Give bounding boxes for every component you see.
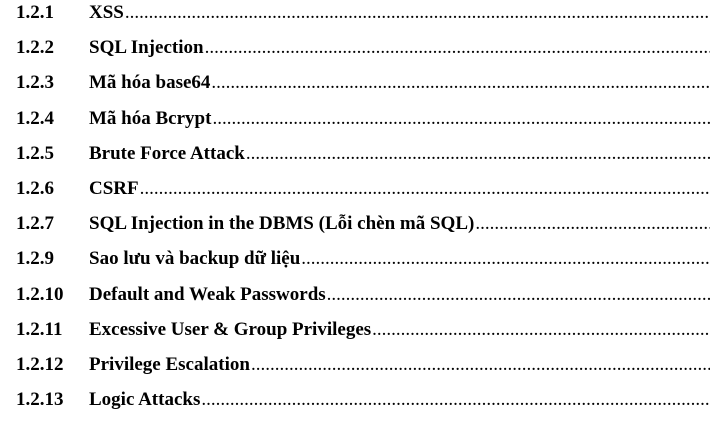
- toc-dot-leader: [250, 354, 710, 376]
- toc-dot-leader: [211, 108, 710, 130]
- toc-entry-title: CSRF: [89, 177, 139, 199]
- toc-dot-leader: [371, 319, 710, 341]
- toc-entry[interactable]: 1.2.13 Logic Attacks: [0, 389, 710, 424]
- toc-entry-number: 1.2.5: [16, 142, 54, 164]
- toc-entry-number: 1.2.6: [16, 177, 54, 199]
- toc-entry-title: Mã hóa Bcrypt: [89, 107, 212, 129]
- toc-entry[interactable]: 1.2.9 Sao lưu và backup dữ liệu: [0, 248, 710, 283]
- toc-entry-number: 1.2.13: [16, 389, 64, 411]
- toc-entry-title: Excessive User & Group Privileges: [89, 318, 372, 340]
- toc-entry-number: 1.2.11: [16, 318, 63, 340]
- toc-entry[interactable]: 1.2.7 SQL Injection in the DBMS (Lỗi chè…: [0, 213, 710, 248]
- toc-entry-title: Logic Attacks: [89, 389, 201, 411]
- toc-entry-title: Default and Weak Passwords: [89, 283, 326, 305]
- toc-dot-leader: [474, 213, 710, 235]
- toc-entry[interactable]: 1.2.11 Excessive User & Group Privileges: [0, 319, 710, 354]
- toc-entry[interactable]: 1.2.2 SQL Injection: [0, 37, 710, 72]
- toc-entry-number: 1.2.1: [16, 2, 54, 23]
- toc-entry[interactable]: 1.2.12 Privilege Escalation: [0, 354, 710, 389]
- toc-entry-number: 1.2.3: [16, 72, 54, 94]
- toc-dot-leader: [124, 2, 710, 24]
- toc-entry-number: 1.2.2: [16, 37, 54, 59]
- toc-entry[interactable]: 1.2.3 Mã hóa base64: [0, 72, 710, 107]
- toc-dot-leader: [210, 72, 710, 94]
- toc-entry-title: Mã hóa base64: [89, 72, 211, 94]
- toc-entry-number: 1.2.7: [16, 213, 54, 235]
- toc-entry-number: 1.2.10: [16, 283, 64, 305]
- toc-dot-leader: [139, 178, 710, 200]
- toc-entry-title: Privilege Escalation: [89, 353, 250, 375]
- toc-entry[interactable]: 1.2.6 CSRF: [0, 178, 710, 213]
- toc-entry[interactable]: 1.2.1 XSS: [0, 2, 710, 37]
- toc-dot-leader: [300, 248, 710, 270]
- toc-entry-title: Sao lưu và backup dữ liệu: [89, 248, 301, 270]
- toc-entry-title: SQL Injection: [89, 37, 204, 59]
- toc-entry[interactable]: 1.2.10 Default and Weak Passwords: [0, 284, 710, 319]
- toc-entry[interactable]: 1.2.4 Mã hóa Bcrypt: [0, 108, 710, 143]
- toc-dot-leader: [204, 37, 710, 59]
- toc-entry-title: XSS: [89, 2, 124, 23]
- toc-entry-number: 1.2.12: [16, 353, 64, 375]
- toc-dot-leader: [326, 284, 710, 306]
- toc-entry-title: Brute Force Attack: [89, 142, 245, 164]
- toc-entry-number: 1.2.9: [16, 248, 54, 270]
- toc-entry-number: 1.2.4: [16, 107, 54, 129]
- toc-dot-leader: [245, 143, 710, 165]
- toc-entry-title: SQL Injection in the DBMS (Lỗi chèn mã S…: [89, 213, 475, 235]
- toc-entry[interactable]: 1.2.5 Brute Force Attack: [0, 143, 710, 178]
- toc-dot-leader: [200, 389, 710, 411]
